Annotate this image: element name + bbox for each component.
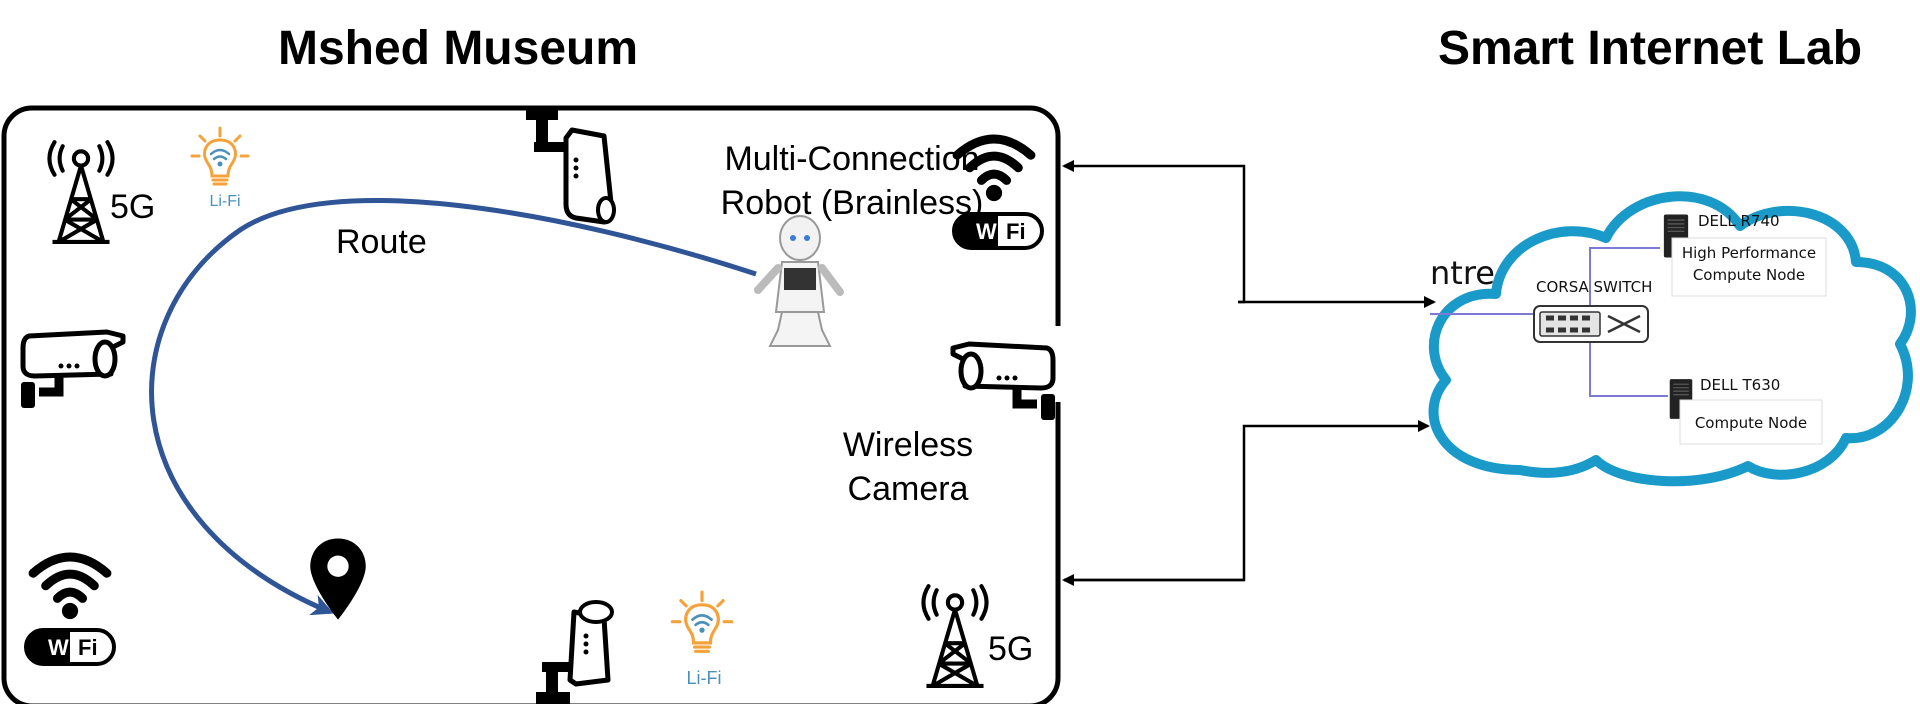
wall-gap: [1052, 326, 1064, 402]
server2-desc-line1: Compute Node: [1695, 414, 1807, 432]
switch-label: CORSA SWITCH: [1536, 278, 1652, 296]
wifi-badge-right-wi: Wi: [976, 219, 1003, 244]
link-upper-arrow: [1062, 160, 1246, 304]
floor-camera-icon: [536, 600, 614, 704]
wifi-badge-wi: Wi: [48, 635, 75, 660]
route-label: Route: [336, 223, 427, 261]
server1-box: [1671, 237, 1827, 297]
camera-label-line2: Camera: [848, 470, 969, 508]
fiveg-label-left: 5G: [110, 188, 155, 226]
wifi-badge-fi: Fi: [78, 635, 98, 660]
fiveg-label-right: 5G: [988, 630, 1033, 668]
link-lower-arrow: [1064, 420, 1430, 582]
server1-desc-line1: High Performance: [1682, 244, 1816, 262]
network-switch-icon: [1533, 305, 1649, 343]
lifi-label-bottom: Li-Fi: [687, 668, 722, 688]
server1-name: DELL R740: [1698, 212, 1780, 230]
cell-tower-icon: [49, 142, 112, 242]
robot-route-path: [149, 198, 757, 616]
lifi-bulb-icon-bottom: [670, 590, 734, 653]
security-camera-icon: [21, 332, 123, 408]
server2-name: DELL T630: [1700, 376, 1780, 394]
server1-desc-line2: Compute Node: [1693, 266, 1805, 284]
camera-label-line1: Wireless: [843, 426, 973, 464]
museum-title: Mshed Museum: [278, 22, 638, 75]
wifi-badge-right-fi: Fi: [1006, 219, 1026, 244]
robot-icon: [754, 215, 844, 347]
cell-tower-icon-bottom: [923, 586, 986, 686]
lifi-label-top: Li-Fi: [209, 193, 240, 210]
wireless-camera-icon: [953, 344, 1055, 420]
server2-box: [1679, 399, 1823, 445]
lifi-bulb-icon: [190, 126, 250, 186]
lab-title: Smart Internet Lab: [1438, 22, 1862, 75]
robot-label-line2: Robot (Brainless): [721, 184, 984, 222]
cloud-edge-text: ntre: [1430, 254, 1495, 292]
wifi-icon: [33, 557, 107, 619]
ceiling-camera-icon: [526, 106, 616, 225]
wifi-badge-left: Wi Fi: [24, 628, 116, 666]
robot-label-line1: Multi-Connection: [724, 140, 979, 178]
wifi-badge-right: Wi Fi: [952, 212, 1044, 250]
